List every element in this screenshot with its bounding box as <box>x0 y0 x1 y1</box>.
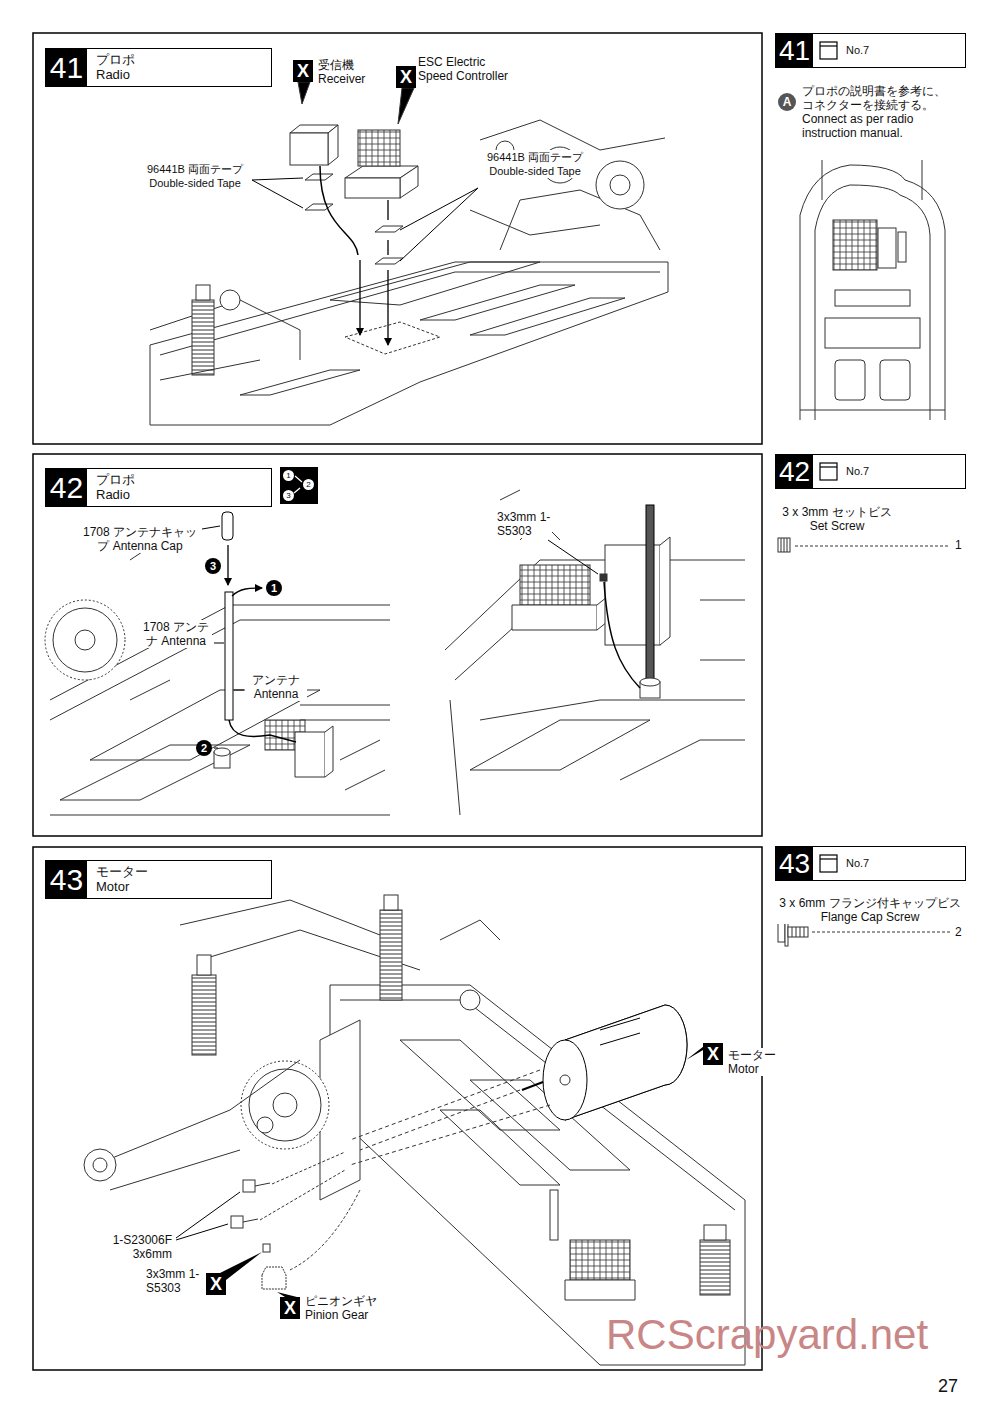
parts-header: 41 No.7 <box>775 33 966 68</box>
step43-chassis <box>84 895 745 1365</box>
page-number: 27 <box>938 1376 958 1396</box>
step-title: プロポ Radio <box>96 52 166 82</box>
step-header: 43 モーター Motor <box>45 860 272 899</box>
step42-chassis-right <box>445 490 745 815</box>
step-number: 41 <box>776 34 813 67</box>
step-title: プロポ Radio <box>96 472 166 502</box>
x-badge: X <box>206 1273 226 1295</box>
step-frames <box>33 33 762 1370</box>
part-number: 3x3mm 1-S5303 <box>497 510 552 538</box>
part-name: 1708 アンテナキャップ Antenna Cap <box>80 525 200 553</box>
part-name: 3 x 3mm セットビス Set Screw <box>776 505 898 533</box>
step-number: 41 <box>46 49 87 86</box>
instruction-note: プロポの説明書を参考に、コネクターを接続する。 Connect as per r… <box>802 84 952 140</box>
x-badge: X <box>293 60 313 82</box>
callout-number: 3 <box>205 558 221 574</box>
order-number: 2 <box>303 479 314 490</box>
bag-number: No.7 <box>846 44 869 57</box>
x-badge: X <box>280 1297 300 1319</box>
part-name: ピニオンギヤ Pinion Gear <box>305 1294 385 1322</box>
step-header: 41 プロポ Radio <box>45 48 272 87</box>
bag-number: No.7 <box>846 465 869 478</box>
parts-header: 43 No.7 <box>775 846 966 881</box>
quantity: 2 <box>955 925 962 939</box>
bag-number: No.7 <box>846 857 869 870</box>
part-name: 受信機 Receiver <box>318 58 388 86</box>
part-name: 96441B 両面テープ Double-sided Tape <box>140 162 250 190</box>
part-name: ESC Electric Speed Controller <box>418 55 518 83</box>
step-title: モーター Motor <box>96 864 166 894</box>
step-number: 42 <box>46 469 87 506</box>
bag-icons <box>820 42 837 872</box>
part-number: 1-S23006F 3x6mm <box>90 1233 172 1261</box>
note-letter: A <box>778 93 796 111</box>
receiver-esc <box>252 82 478 345</box>
part-name: 96441B 両面テープ Double-sided Tape <box>480 150 590 178</box>
step-header: 42 プロポ Radio <box>45 468 272 507</box>
order-number: 3 <box>283 490 294 501</box>
x-badge: X <box>703 1043 723 1065</box>
part-name: アンテナ Antenna <box>245 673 307 701</box>
step-number: 42 <box>776 455 813 488</box>
step42-chassis-left <box>45 512 390 815</box>
step-number: 43 <box>776 847 813 880</box>
quantity: 1 <box>955 538 962 552</box>
chassis-top-view <box>800 160 945 420</box>
callout-number: 2 <box>196 740 212 756</box>
part-name: 3 x 6mm フランジ付キャップビス Flange Cap Screw <box>775 896 965 924</box>
part-name: モーター Motor <box>728 1048 778 1076</box>
part-name: 1708 アンテナ Antenna <box>140 620 212 648</box>
callout-number: 1 <box>266 580 282 596</box>
x-badge: X <box>396 66 416 88</box>
order-number: 1 <box>283 470 294 481</box>
order-icon <box>280 467 318 504</box>
part-number: 3x3mm 1-S5303 <box>146 1267 201 1295</box>
parts-header: 42 No.7 <box>775 454 966 489</box>
step-number: 43 <box>46 861 87 898</box>
set-screw-icon <box>778 538 950 552</box>
watermark: RCScrapyard.net <box>606 1312 928 1358</box>
